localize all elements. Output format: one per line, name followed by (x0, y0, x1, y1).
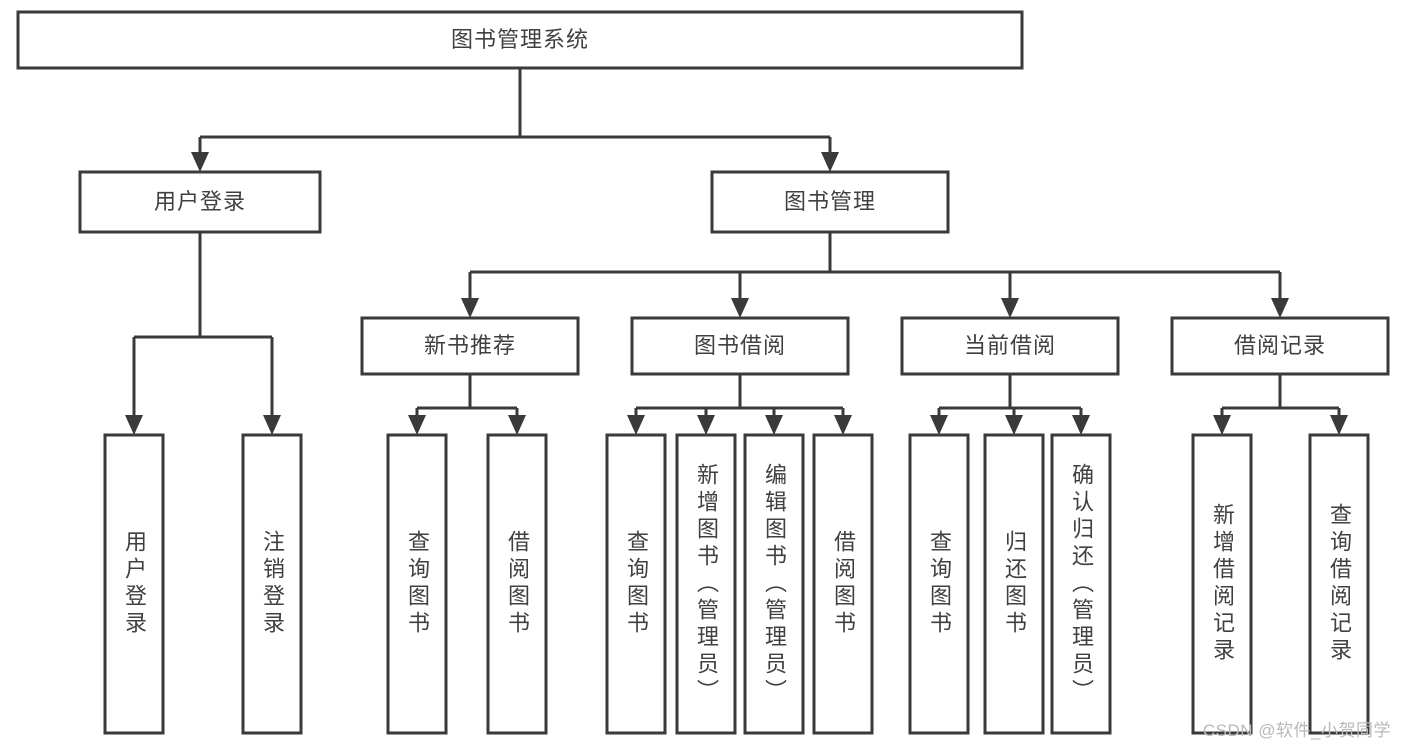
arrow-head-icon (125, 415, 143, 435)
node-label-new-book-recommend: 新书推荐 (424, 333, 516, 358)
leaf-leaf-query-book-1[interactable] (386, 433, 448, 735)
leaf-leaf-add-book[interactable] (675, 433, 737, 735)
leaf-leaf-query-borrow-record[interactable] (1308, 433, 1370, 735)
leaf-leaf-user-login[interactable] (103, 433, 165, 735)
arrow-head-icon (834, 415, 852, 435)
leaf-leaf-confirm-return[interactable] (1050, 433, 1112, 735)
leaf-leaf-borrow-book-2[interactable] (812, 433, 874, 735)
node-borrow-record[interactable] (1170, 316, 1390, 376)
arrow-head-icon (765, 415, 783, 435)
leaf-leaf-add-borrow-record[interactable] (1191, 433, 1253, 735)
node-label-book-manage: 图书管理 (784, 189, 876, 214)
leaf-leaf-return-book[interactable] (983, 433, 1045, 735)
arrow-head-icon (697, 415, 715, 435)
arrow-head-icon (930, 415, 948, 435)
node-book-manage[interactable] (710, 170, 950, 234)
node-label-user-login: 用户登录 (154, 189, 246, 214)
node-label-borrow-record: 借阅记录 (1234, 333, 1326, 358)
arrow-head-icon (1072, 415, 1090, 435)
leaf-leaf-borrow-book-1[interactable] (486, 433, 548, 735)
leaf-leaf-query-book-2[interactable] (605, 433, 667, 735)
arrow-head-icon (263, 415, 281, 435)
arrow-head-icon (191, 152, 209, 172)
leaf-leaf-edit-book[interactable] (743, 433, 805, 735)
arrow-head-icon (1213, 415, 1231, 435)
arrow-head-icon (821, 152, 839, 172)
node-new-book-recommend[interactable] (360, 316, 580, 376)
arrow-head-icon (408, 415, 426, 435)
node-label-current-borrow: 当前借阅 (964, 333, 1056, 358)
arrow-head-icon (461, 298, 479, 318)
arrow-head-icon (1271, 298, 1289, 318)
arrow-head-icon (1001, 298, 1019, 318)
leaf-leaf-user-logout[interactable] (241, 433, 303, 735)
node-label-root: 图书管理系统 (451, 27, 589, 52)
node-book-borrow[interactable] (630, 316, 850, 376)
arrow-head-icon (627, 415, 645, 435)
node-boxes (16, 10, 1390, 735)
node-label-book-borrow: 图书借阅 (694, 333, 786, 358)
arrow-head-icon (731, 298, 749, 318)
leaf-leaf-query-book-3[interactable] (908, 433, 970, 735)
node-user-login[interactable] (78, 170, 322, 234)
node-current-borrow[interactable] (900, 316, 1120, 376)
arrow-head-icon (1005, 415, 1023, 435)
node-root[interactable] (16, 10, 1024, 70)
arrow-head-icon (1330, 415, 1348, 435)
connector-lines (125, 68, 1348, 435)
csdn-watermark: CSDN @软件_小贺同学 (1202, 721, 1391, 740)
arrow-head-icon (508, 415, 526, 435)
